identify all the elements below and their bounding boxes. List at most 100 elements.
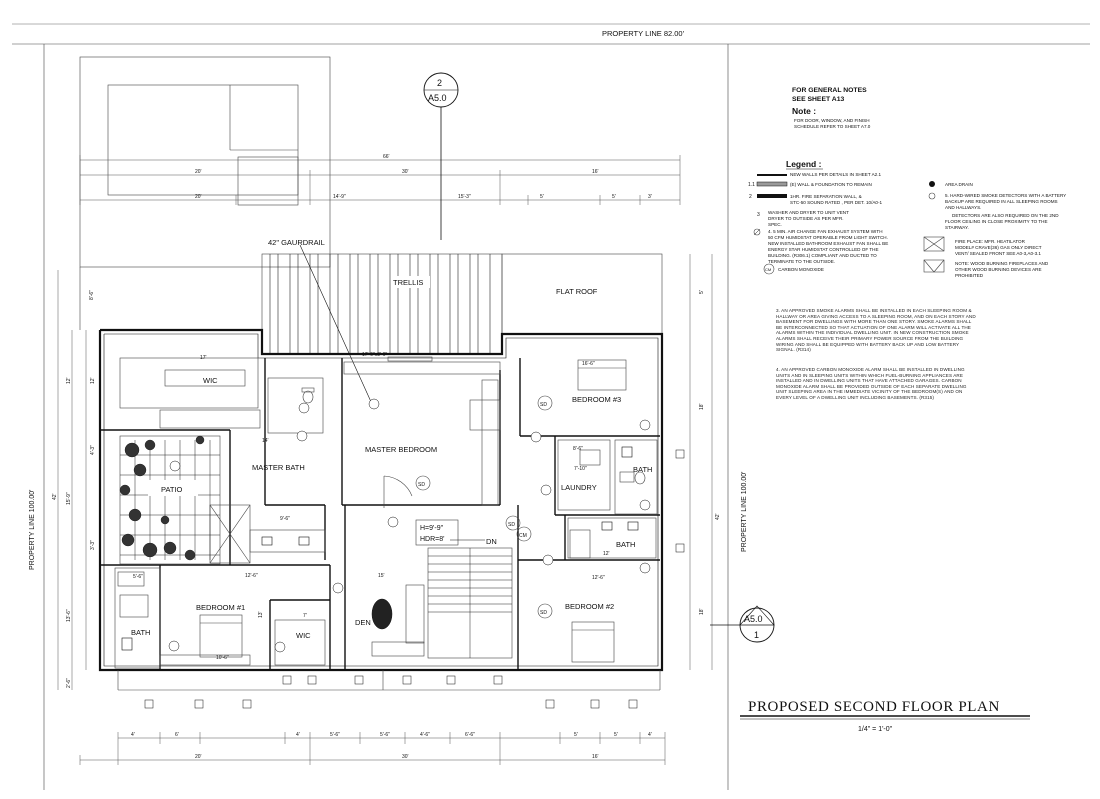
- bedroom-3: BEDROOM #3 16'-6" SD: [537, 359, 627, 411]
- general-notes: FOR GENERAL NOTES SEE SHEET A13 Note : F…: [792, 87, 871, 129]
- dim-left-12b: 12': [90, 377, 96, 384]
- svg-text:OTHER WOOD BURNING DEVICES ARE: OTHER WOOD BURNING DEVICES ARE: [955, 267, 1042, 272]
- svg-text:SPEC.: SPEC.: [768, 222, 782, 227]
- dim-left-12a: 12': [66, 377, 72, 384]
- general-notes-heading-1: FOR GENERAL NOTES: [792, 87, 867, 94]
- legend-item-0: NEW WALLS PER DETAILS IN SHEET A2.1: [790, 172, 881, 177]
- svg-text:PROHIBITED: PROHIBITED: [955, 273, 984, 278]
- svg-text:MODEL# CRAVE(36) GAS ONLY DIRE: MODEL# CRAVE(36) GAS ONLY DIRECT: [955, 245, 1042, 250]
- svg-text:AND HALLWAYS.: AND HALLWAYS.: [945, 205, 981, 210]
- header-hdr-label: HDR=8': [420, 536, 444, 543]
- laundry-label: LAUNDRY: [561, 483, 597, 492]
- dim-13: 10'-6": [216, 655, 229, 661]
- dim-right-18b: 18': [699, 608, 705, 615]
- dim-bot-6-6: 6'-6": [465, 732, 475, 738]
- dim-left-8-6: 8'-6": [89, 290, 95, 300]
- dim-bot-5-6b: 5'-6": [380, 732, 390, 738]
- section-marker-2-number: 2: [437, 78, 442, 88]
- dim-bot-20: 20': [195, 754, 202, 760]
- sd-master: SD: [418, 482, 425, 488]
- code-note-carbon-monoxide: 4. AN APPROVED CARBON MONOXIDE ALARM SHA…: [776, 367, 967, 400]
- dim-bot-4a: 4': [131, 732, 135, 738]
- dim-14: 14': [262, 438, 269, 444]
- exterior-walls: [98, 328, 664, 691]
- legend-item-3: WASHER AND DRYER TO UNIT VENT DRYER TO O…: [768, 210, 849, 227]
- legend-code-cm: CM: [765, 267, 771, 272]
- property-line-left-label: PROPERTY LINE 100.00': [29, 490, 36, 570]
- dim-right-42: 42': [715, 513, 721, 520]
- legend-right-0: AREA DRAIN: [945, 182, 973, 187]
- dim-bot-5-6a: 5'-6": [330, 732, 340, 738]
- dim-bot-30: 30': [402, 754, 409, 760]
- dim-10-6-den: 15': [378, 573, 385, 579]
- dim-bot-5a: 5': [574, 732, 578, 738]
- dim-top2-20: 20': [195, 194, 202, 200]
- property-lines: PROPERTY LINE 82.00' PROPERTY LINE 100.0…: [12, 23, 1090, 790]
- svg-text:VENT/ SEALED FRONT SEE A0-3,A0: VENT/ SEALED FRONT SEE A0-3,A0-3.1: [955, 251, 1041, 256]
- svg-text:WASHER AND DRYER TO UNIT VENT: WASHER AND DRYER TO UNIT VENT: [768, 210, 849, 215]
- bath-left-label: BATH: [131, 628, 150, 637]
- svg-text:1HR. FIRE SEPARATION WALL, &: 1HR. FIRE SEPARATION WALL, &: [790, 194, 862, 199]
- wic-top-label: WIC: [203, 376, 218, 385]
- svg-text:DETECTORS ARE ALSO REQUIRED ON: DETECTORS ARE ALSO REQUIRED ON THE 2ND: [952, 213, 1059, 218]
- dim-22-6: 12'-6": [245, 573, 258, 579]
- note-title: Note :: [792, 106, 816, 116]
- dim-top-16: 16': [592, 169, 599, 175]
- dim-7-10: 7'-10": [574, 466, 587, 472]
- dim-top2-5b: 5': [612, 194, 616, 200]
- dim-top2-3: 3': [648, 194, 652, 200]
- master-bath-label: MASTER BATH: [252, 463, 305, 472]
- flat-roof: FLAT ROOF: [501, 253, 663, 335]
- legend-code-3: 3: [757, 212, 760, 218]
- legend-item-2: 1HR. FIRE SEPARATION WALL, & STC-50 SOUN…: [790, 194, 883, 205]
- section-marker-1-number: 1: [754, 630, 759, 640]
- svg-text:BUILDING. (R306.1) COMPLIANT A: BUILDING. (R306.1) COMPLIANT AND DUCTED …: [768, 253, 877, 258]
- dim-9-6: 9'-6": [280, 516, 290, 522]
- master-bedroom: MASTER BEDROOM SD 17'-6"x8'-6": [343, 352, 501, 508]
- den-stair: H=9'-9" HDR=8' DN DEN 15' SD CM: [355, 515, 532, 659]
- legend-right-3: FIRE PLACE: MFR. HEATILATOR MODEL# CRAVE…: [955, 239, 1042, 256]
- trellis-label: TRELLIS: [393, 278, 423, 287]
- dim-bot-4-6: 4'-6": [420, 732, 430, 738]
- svg-text:STC-50 SOUND RATED , PER DET.: STC-50 SOUND RATED , PER DET. 10/A0-1: [790, 200, 883, 205]
- section-marker-2-sheet: A5.0: [428, 93, 447, 103]
- legend-item-4: 4. 5 MIN. AIR CHANGE FAN EXHAUST SYSTEM …: [768, 229, 888, 264]
- section-marker-2: 2 A5.0: [423, 72, 459, 240]
- plan-scale: 1/4" = 1'-0": [858, 726, 893, 733]
- legend-right-2: DETECTORS ARE ALSO REQUIRED ON THE 2ND F…: [945, 213, 1059, 230]
- left-dimensions: 8'-6" 12' 12' 4'-3" 15'-9" 3'-3" 42' 13'…: [52, 270, 96, 690]
- dim-10-6-bath: 12': [603, 551, 610, 557]
- bedroom-2: BEDROOM #2 12'-6" SD: [537, 575, 615, 663]
- bedroom-1: BATH BEDROOM #1 10'-6" 12'-6" 5'-6" 13': [114, 567, 264, 669]
- wic-bottom: WIC 7': [274, 613, 326, 666]
- door-window-tags: [168, 398, 651, 653]
- bedroom-3-label: BEDROOM #3: [572, 395, 621, 404]
- svg-text:4. 5 MIN. AIR CHANGE FAN EXHAU: 4. 5 MIN. AIR CHANGE FAN EXHAUST SYSTEM …: [768, 229, 883, 234]
- window-tags-bottom: [144, 449, 685, 709]
- dim-left-42: 42': [52, 493, 58, 500]
- dim-7: 7': [303, 613, 307, 619]
- note-line-1: FOR DOOR, WINDOW, AND FINISH: [794, 118, 870, 123]
- svg-text:NEW INSTALLED BATHROOM EXHAUST: NEW INSTALLED BATHROOM EXHAUST FAN SHALL…: [768, 241, 888, 246]
- patio: PATIO: [119, 435, 221, 565]
- dim-bot-6a: 6': [175, 732, 179, 738]
- dim-12-6: 13': [258, 611, 264, 618]
- bath-right1-label: BATH: [633, 465, 652, 474]
- svg-text:NOTE: WOOD BURNING FIREPLACES: NOTE: WOOD BURNING FIREPLACES AND: [955, 261, 1049, 266]
- right-dimensions: 5' 18' 42' 18': [689, 254, 721, 670]
- patio-label: PATIO: [161, 485, 183, 494]
- sd-den: SD: [508, 522, 515, 528]
- svg-text:BACKUP ARE REQUIRED IN ALL SLE: BACKUP ARE REQUIRED IN ALL SLEEPING ROOM…: [945, 199, 1058, 204]
- bottom-dimensions: 4' 6' 4' 5'-6" 5'-6" 4'-6" 6'-6" 5' 5' 4…: [79, 732, 666, 765]
- lower-roof-outline: [79, 56, 331, 330]
- legend-item-5: CARBON MONOXIDE: [778, 267, 824, 272]
- den-label: DEN: [355, 618, 371, 627]
- wic-top-area: WIC 17': [119, 355, 261, 429]
- bath-laundry-right: BATH LAUNDRY 7'-10" 8'-6" BATH 12': [557, 439, 658, 559]
- legend-code-1: 1.1: [748, 182, 755, 188]
- dim-bot-4c: 4': [648, 732, 652, 738]
- dim-17: 17': [200, 355, 207, 361]
- dim-left-4-3: 4'-3": [90, 445, 96, 455]
- title-block: PROPOSED SECOND FLOOR PLAN 1/4" = 1'-0": [740, 699, 1030, 733]
